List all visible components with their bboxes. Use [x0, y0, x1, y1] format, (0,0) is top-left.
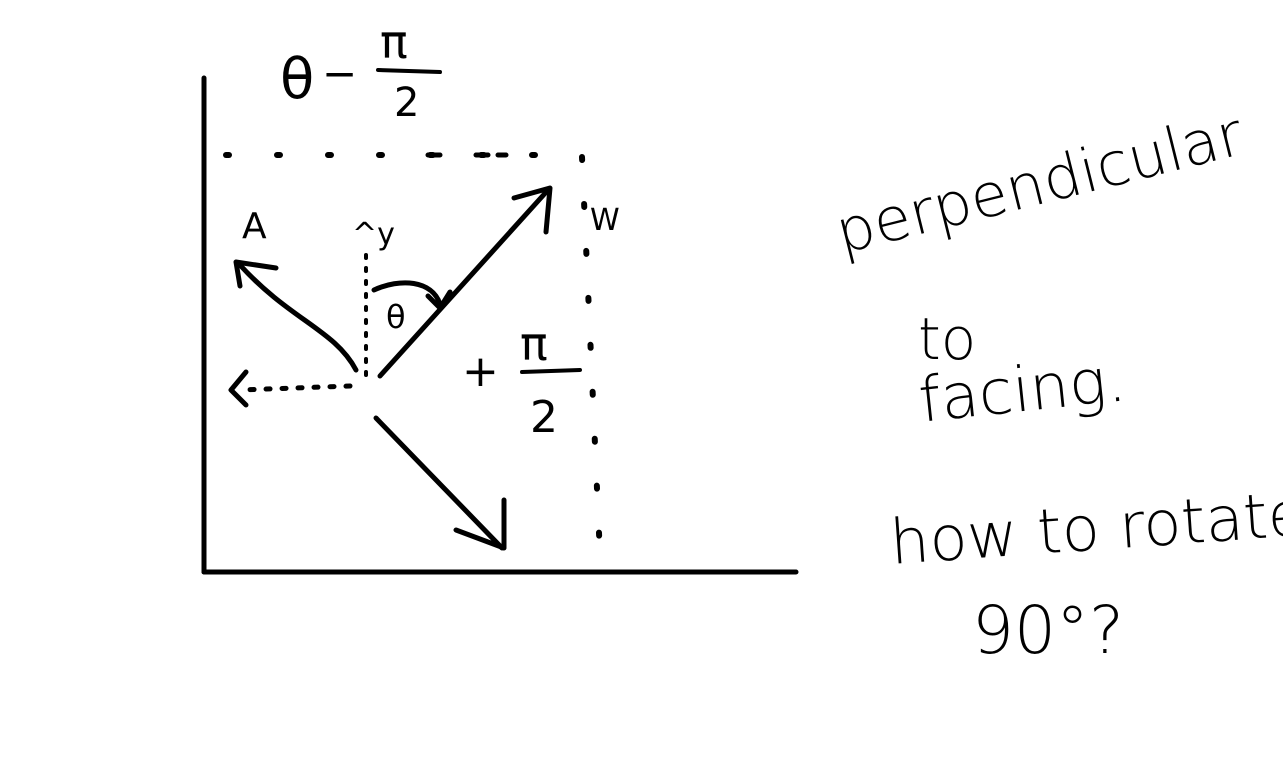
note-question-line2: 90°?: [972, 592, 1125, 669]
down-arrowhead: [453, 497, 507, 551]
top-minus-label: −: [322, 49, 357, 98]
plus-2-label: 2: [530, 392, 558, 443]
facing-arrowhead: [511, 185, 553, 235]
w-label: W: [590, 203, 620, 238]
down-arrow-shaft: [373, 415, 505, 551]
theta-arc-arrowhead: [425, 289, 453, 311]
a-arrow-shaft: [237, 262, 359, 373]
top-2-label: 2: [394, 80, 419, 126]
dotted-right-line: [579, 154, 603, 558]
top-theta-label: θ: [280, 47, 314, 112]
plus-sign-label: +: [462, 346, 499, 397]
y-hat-label: ^y: [352, 217, 395, 252]
theta-label: θ: [386, 298, 406, 336]
note-to: to: [918, 305, 977, 373]
top-fraction-bar: [376, 68, 442, 74]
a-arrowhead: [233, 259, 279, 289]
plus-fraction-bar: [520, 368, 582, 374]
plus-pi-label: π: [520, 317, 548, 371]
dotted-left-arrow-shaft: [237, 383, 353, 393]
top-pi-label: π: [380, 15, 408, 69]
a-label: A: [242, 206, 267, 247]
theta-arc: [371, 280, 443, 307]
dotted-left-arrowhead: [228, 369, 249, 408]
facing-arrow-shaft: [377, 187, 551, 379]
